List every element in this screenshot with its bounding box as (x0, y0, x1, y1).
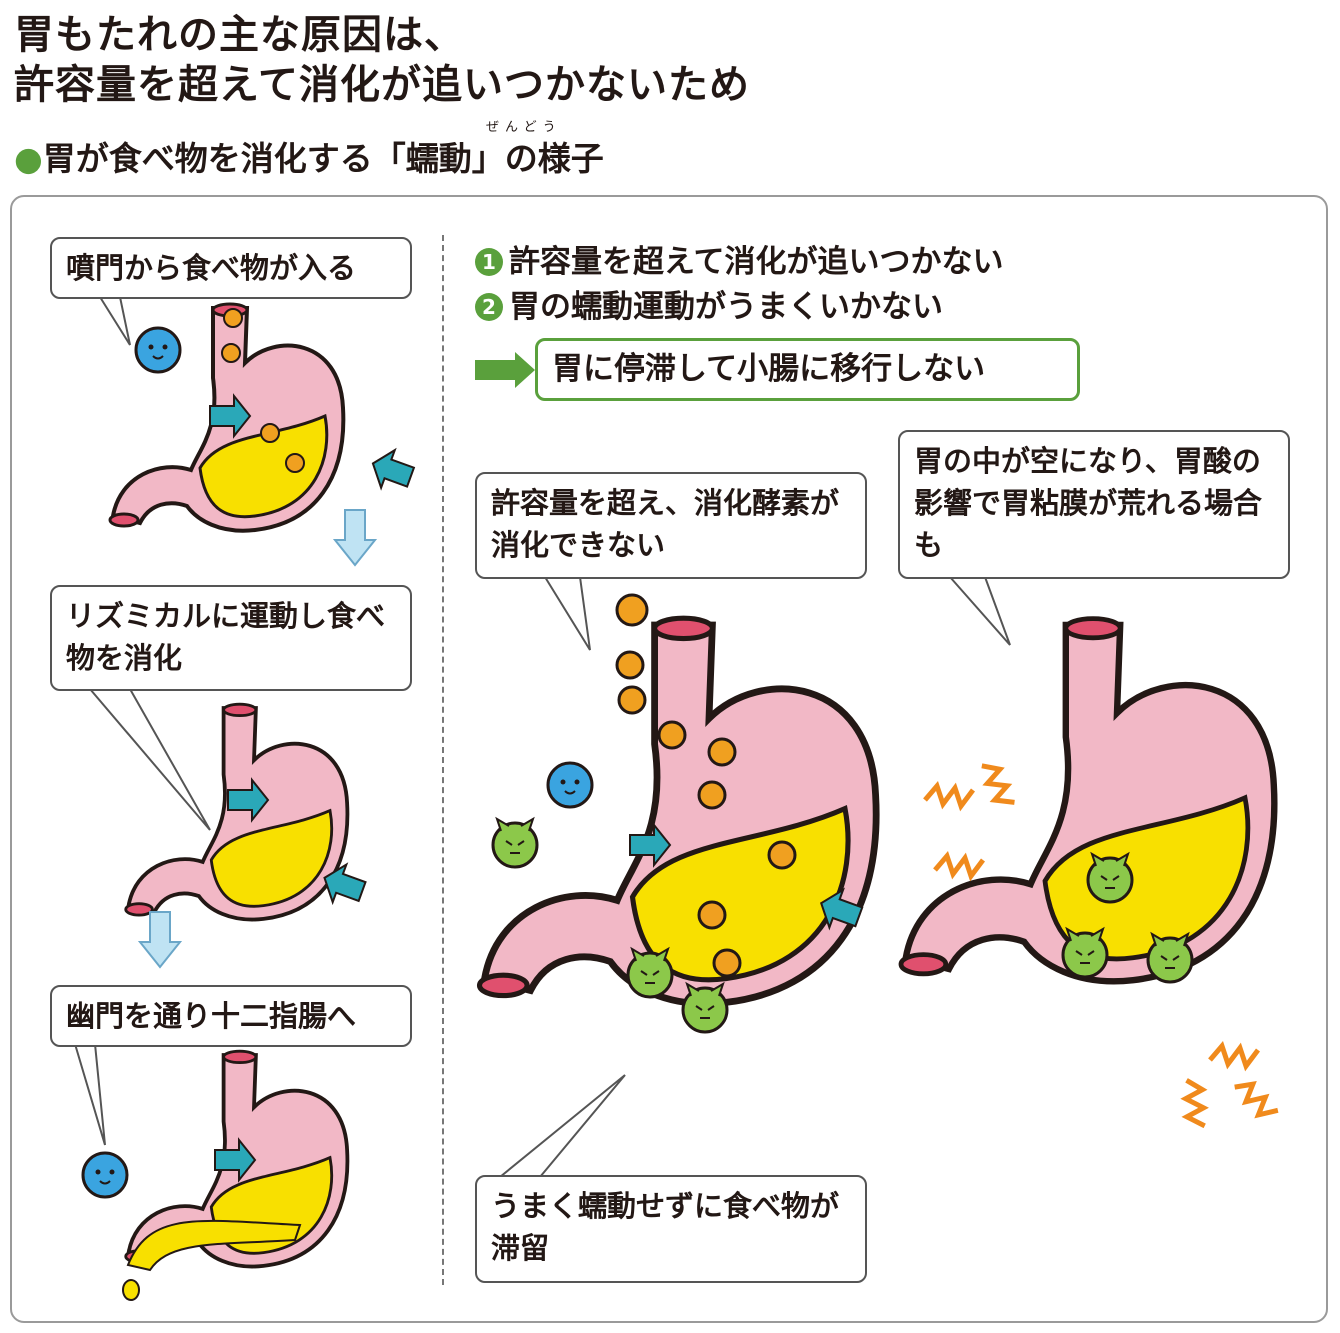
subtitle: ●胃が食べ物を消化する「蠕動」の様子 (14, 132, 604, 180)
enzyme-character-icon (626, 947, 674, 999)
callout-step-3: 幽門を通り十二指腸へ (50, 985, 412, 1047)
teal-arrow-icon (365, 443, 419, 497)
callout-overload: 許容量を超え、消化酵素が消化できない (475, 472, 867, 579)
digestive-enzyme-character-icon (81, 1151, 129, 1199)
result-box: 胃に停滞して小腸に移行しない (535, 338, 1080, 401)
enzyme-character-icon (1061, 927, 1109, 979)
diagram-panel (10, 195, 1328, 1323)
subtitle-text: 胃が食べ物を消化する「 (42, 139, 406, 178)
enzyme-character-icon (1086, 852, 1134, 904)
stomach-overload-illustration (480, 618, 877, 1003)
down-arrow-icon (139, 911, 181, 968)
title-line-1: 胃もたれの主な原因は、 (14, 12, 465, 58)
callout-empty: 胃の中が空になり、胃酸の影響で胃粘膜が荒れる場合も (898, 430, 1290, 579)
enzyme-character-icon (681, 982, 729, 1034)
cause-text: 許容量を超えて消化が追いつかない (509, 244, 1004, 280)
stomach-step-1-illustration (108, 302, 346, 533)
subtitle-text-after: 」の様子 (471, 139, 604, 178)
result-arrow-icon (475, 352, 535, 388)
title-line-2: 許容量を超えて消化が追いつかないため (14, 62, 750, 108)
food-particles (615, 593, 797, 978)
cause-text: 胃の蠕動運動がうまくいかない (509, 289, 943, 325)
stomach-step-2-illustration (123, 702, 350, 922)
down-arrow-icon (334, 509, 376, 566)
bullet-icon: ● (14, 139, 43, 178)
digestive-enzyme-character-icon (134, 326, 182, 374)
number-badge: 1 (475, 248, 503, 276)
enzyme-character-icon (491, 817, 539, 869)
divider (442, 235, 444, 1285)
ruby-zendou: ぜんどう (486, 120, 562, 135)
callout-stagnation: うまく蠕動せずに食べ物が滞留 (475, 1175, 867, 1283)
subtitle-term: 蠕動 (405, 139, 472, 178)
callout-step-2: リズミカルに運動し食べ物を消化 (50, 585, 412, 691)
enzyme-character-icon (1146, 932, 1194, 984)
callout-step-1: 噴門から食べ物が入る (50, 237, 412, 299)
number-badge: 2 (475, 293, 503, 321)
enzyme-character-icon (546, 761, 594, 809)
